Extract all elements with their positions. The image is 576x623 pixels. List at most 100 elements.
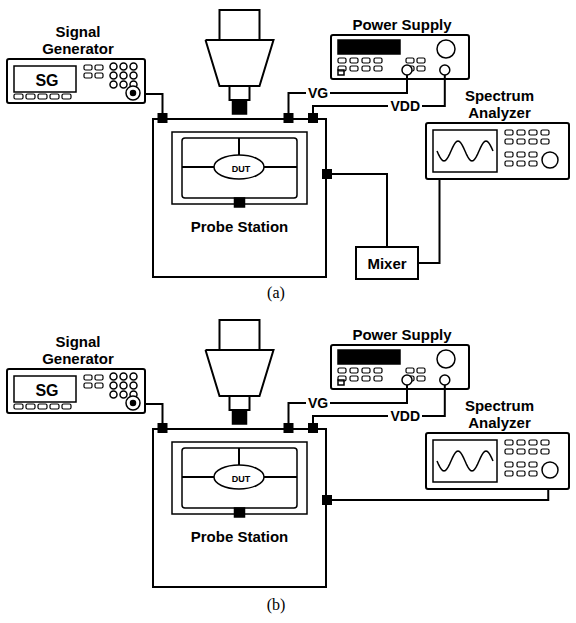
button bbox=[406, 58, 414, 63]
probe-needle bbox=[238, 448, 240, 465]
button bbox=[505, 462, 513, 467]
button bbox=[62, 94, 71, 99]
probe-port bbox=[322, 495, 332, 505]
button bbox=[120, 63, 127, 70]
button bbox=[517, 139, 525, 144]
button bbox=[517, 440, 525, 445]
button bbox=[120, 382, 127, 389]
node-label: Probe Station bbox=[154, 528, 325, 545]
button bbox=[505, 471, 513, 476]
button bbox=[406, 368, 414, 373]
button bbox=[110, 373, 117, 380]
display bbox=[338, 350, 400, 364]
screen bbox=[433, 130, 497, 172]
node-label: DUT bbox=[232, 164, 251, 174]
button bbox=[529, 152, 537, 157]
button bbox=[338, 58, 346, 63]
microscope-body bbox=[206, 40, 274, 86]
output-terminal bbox=[402, 65, 412, 75]
dut-ellipse: DUT bbox=[216, 467, 266, 491]
node-label: DUT bbox=[232, 474, 251, 484]
probe-station-box: Probe StationDUT bbox=[152, 118, 327, 278]
button bbox=[541, 440, 549, 445]
button bbox=[38, 94, 47, 99]
instrument-box: Spectrum Analyzer bbox=[425, 432, 570, 490]
probe-needle bbox=[264, 476, 297, 478]
instrument-box: Power Supply bbox=[330, 344, 470, 390]
cable bbox=[313, 80, 445, 118]
button bbox=[541, 130, 549, 135]
stage bbox=[172, 442, 307, 514]
display bbox=[338, 40, 400, 54]
button bbox=[110, 63, 117, 70]
node-label: Mixer bbox=[367, 255, 406, 272]
button bbox=[338, 368, 346, 373]
button bbox=[110, 81, 117, 88]
button bbox=[529, 462, 537, 467]
button bbox=[120, 72, 127, 79]
button bbox=[338, 380, 344, 385]
cable bbox=[327, 174, 387, 246]
button bbox=[350, 376, 358, 381]
bias-label: VG bbox=[306, 85, 330, 101]
button bbox=[517, 462, 525, 467]
knob bbox=[126, 86, 140, 100]
button bbox=[95, 375, 103, 380]
button bbox=[417, 58, 425, 63]
button bbox=[362, 66, 370, 71]
positioner bbox=[235, 508, 245, 517]
button bbox=[26, 404, 35, 409]
button bbox=[50, 94, 59, 99]
dut-outline bbox=[214, 155, 264, 179]
screen-text: SG bbox=[16, 68, 78, 94]
button bbox=[110, 391, 117, 398]
button bbox=[541, 139, 549, 144]
button bbox=[529, 471, 537, 476]
bias-label: VG bbox=[306, 395, 330, 411]
button bbox=[50, 404, 59, 409]
probe-needle bbox=[238, 138, 240, 155]
button bbox=[417, 376, 425, 381]
node-label: Signal Generator bbox=[28, 333, 128, 367]
instrument-box: Signal GeneratorSG bbox=[6, 368, 146, 414]
node-label: Power Supply bbox=[332, 16, 472, 33]
button bbox=[505, 449, 513, 454]
button bbox=[84, 375, 92, 380]
button bbox=[517, 471, 525, 476]
knob bbox=[126, 396, 140, 410]
button bbox=[120, 391, 127, 398]
button bbox=[130, 72, 137, 79]
button bbox=[517, 152, 525, 157]
cable bbox=[419, 180, 440, 263]
node-label: Spectrum Analyzer bbox=[445, 87, 555, 121]
button bbox=[110, 382, 117, 389]
microscope-head bbox=[220, 320, 260, 350]
button bbox=[417, 66, 425, 71]
button bbox=[130, 63, 137, 70]
objective bbox=[230, 396, 250, 410]
button bbox=[362, 58, 370, 63]
cable bbox=[327, 490, 548, 500]
knob bbox=[437, 350, 455, 368]
button bbox=[84, 65, 92, 70]
dut-ellipse: DUT bbox=[216, 157, 266, 181]
button bbox=[529, 161, 537, 166]
objective bbox=[230, 86, 250, 100]
button bbox=[374, 376, 382, 381]
button bbox=[517, 130, 525, 135]
button bbox=[505, 161, 513, 166]
microscope-body bbox=[206, 350, 274, 396]
chuck bbox=[182, 138, 297, 198]
output-terminal bbox=[440, 375, 450, 385]
knob bbox=[131, 401, 136, 406]
button bbox=[130, 382, 137, 389]
knob bbox=[542, 462, 558, 478]
button bbox=[517, 449, 525, 454]
button bbox=[529, 130, 537, 135]
button bbox=[417, 368, 425, 373]
button bbox=[26, 94, 35, 99]
button bbox=[529, 449, 537, 454]
button bbox=[505, 130, 513, 135]
panel-label: (a) bbox=[267, 284, 285, 302]
button bbox=[120, 81, 127, 88]
